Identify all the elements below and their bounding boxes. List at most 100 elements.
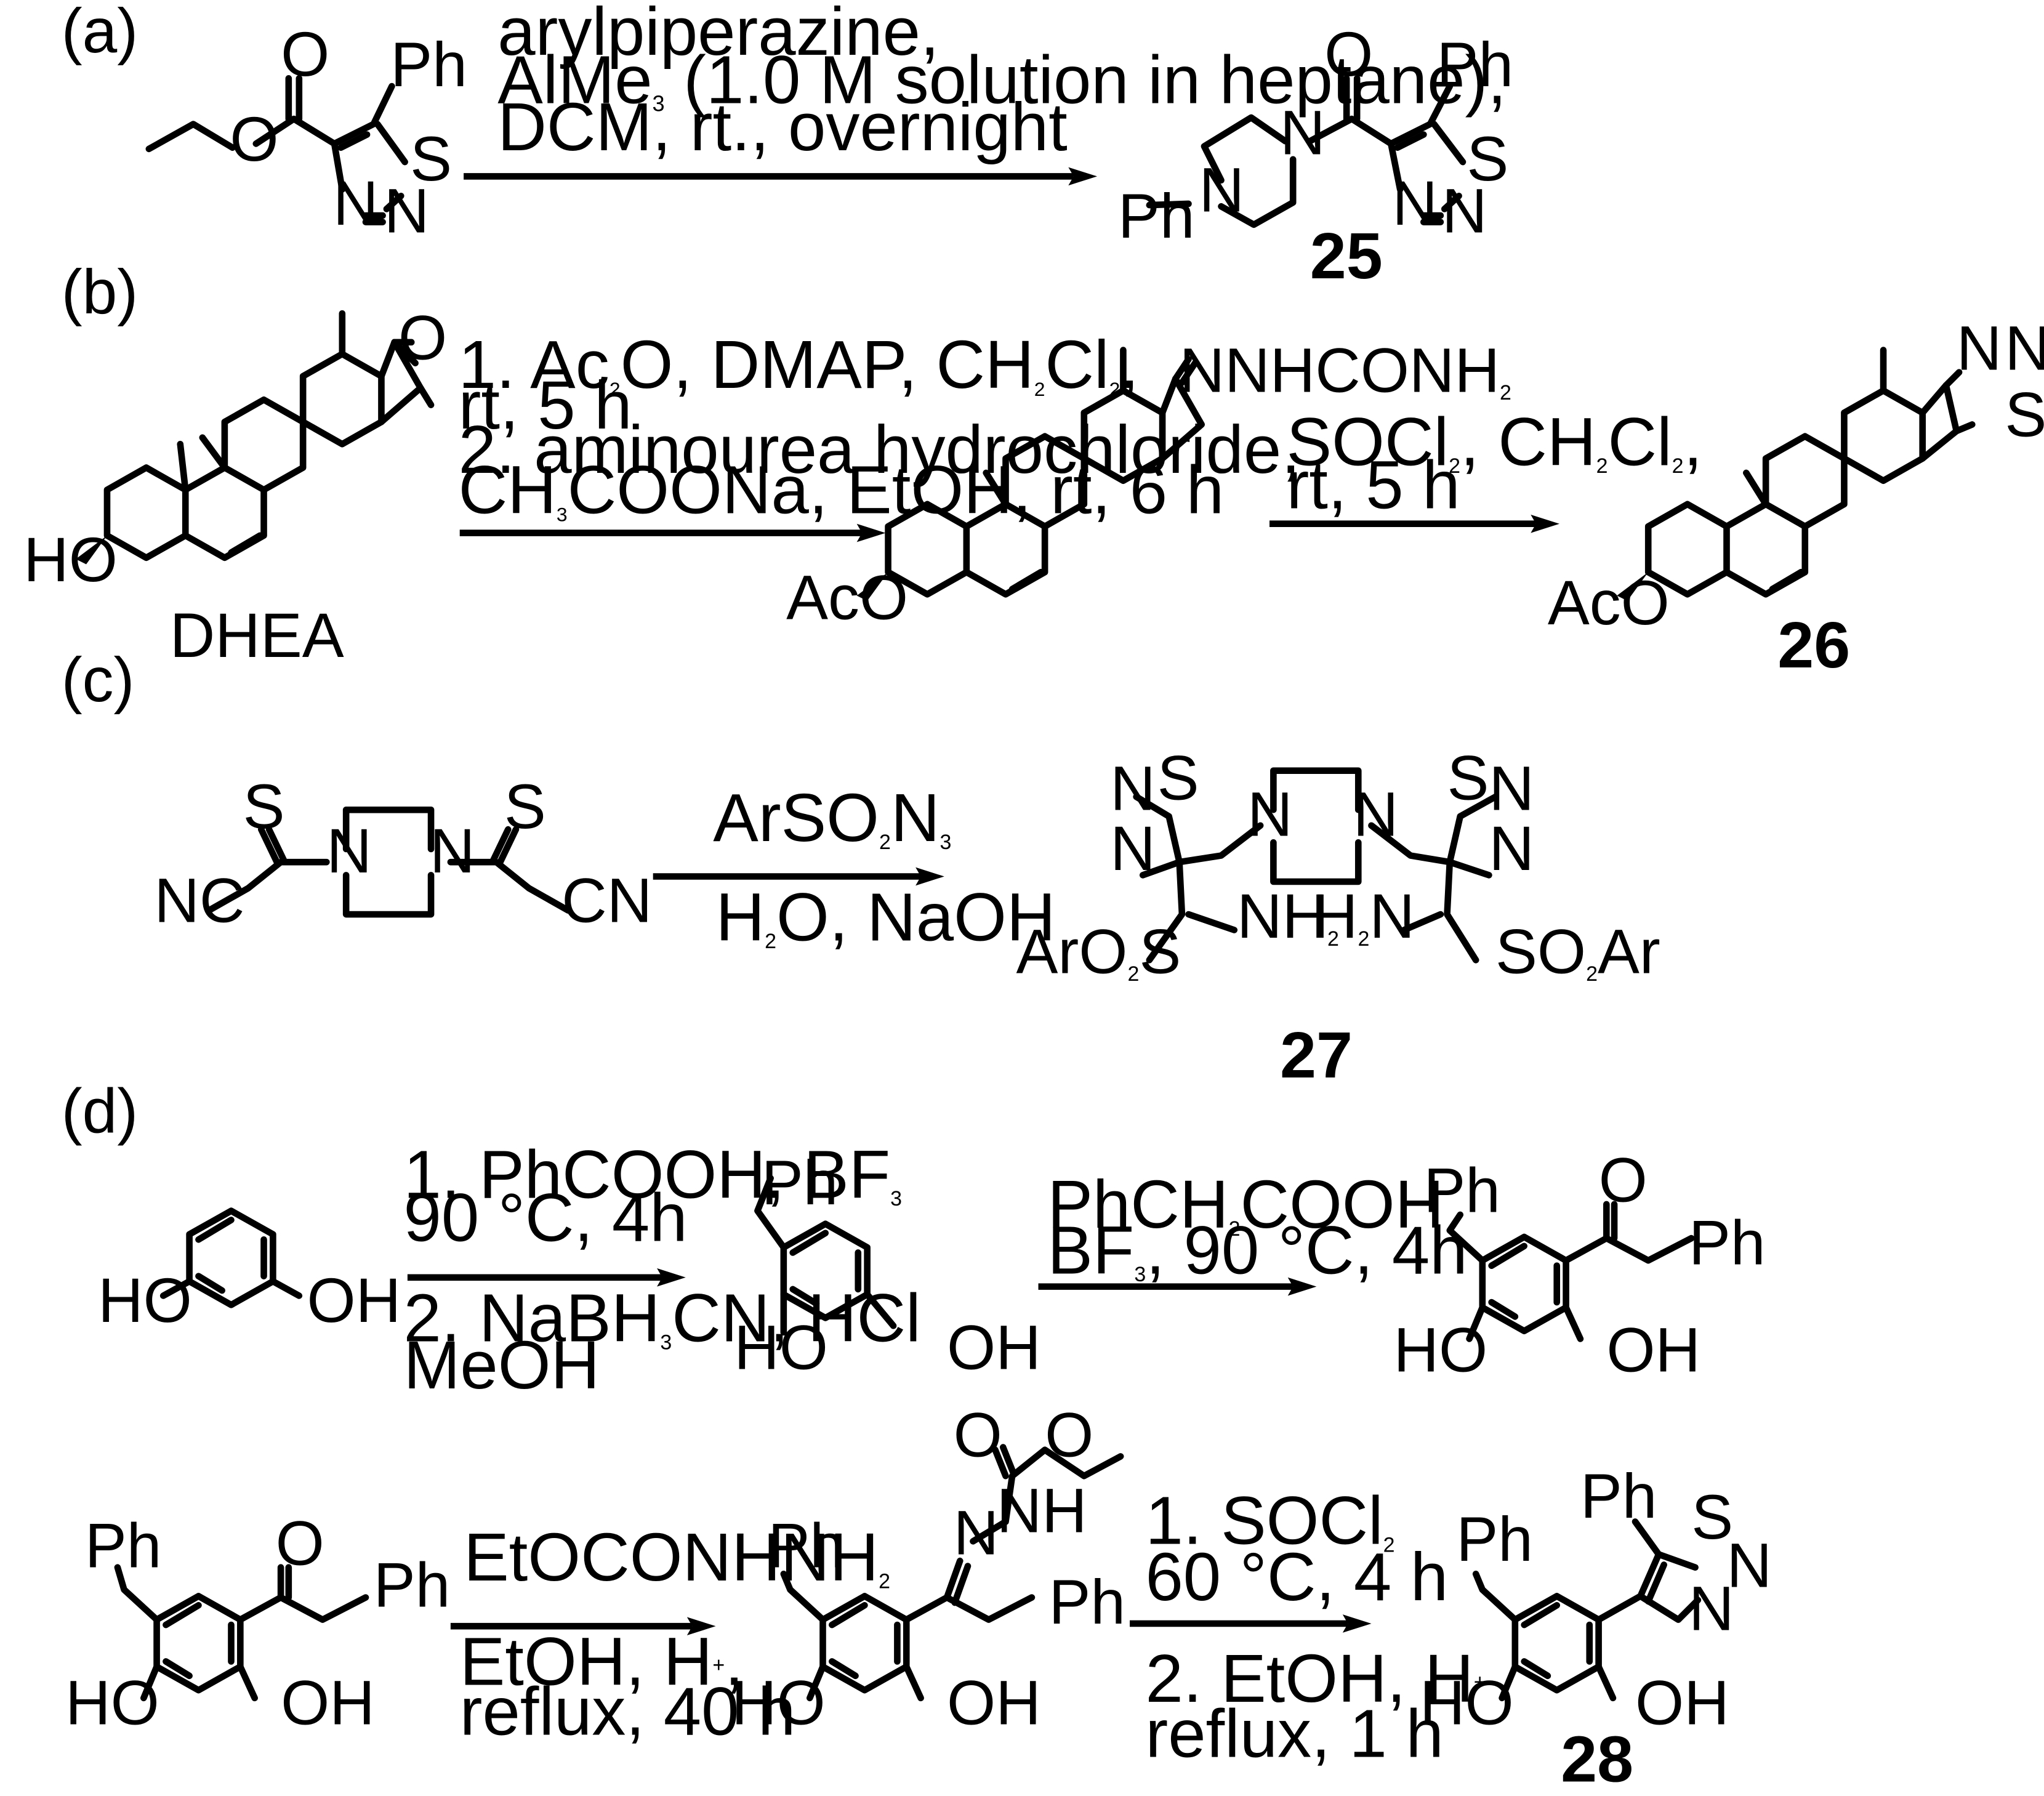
cond-d4-3: 2. EtOH, H+: [1145, 1641, 1486, 1717]
arrow-d4: 1. SOCl2 60 °C, 4 h 2. EtOH, H+ reflux, …: [1130, 1483, 1486, 1771]
atom-oh: OH: [1635, 1667, 1729, 1738]
atom-n: N: [1489, 753, 1534, 823]
atom-o: O: [1324, 19, 1373, 89]
atom-oh: OH: [947, 1312, 1041, 1382]
atom-n: N: [430, 816, 475, 886]
atom-ph: Ph: [768, 1511, 845, 1581]
atom-s: S: [1691, 1482, 1733, 1552]
cond-d3-1: EtOH, H+,: [460, 1624, 744, 1700]
compound-26-structure: AcO N N S: [1548, 313, 2044, 638]
atom-oh: OH: [947, 1667, 1041, 1738]
atom-s: S: [1467, 124, 1508, 194]
cond-d3-2: reflux, 40 h: [460, 1673, 796, 1749]
bis-thioamide-piperazine: NC S N N S CN: [154, 771, 652, 936]
atom-ho: HO: [1420, 1667, 1514, 1738]
atom-n: N: [1280, 97, 1326, 167]
cond-b1-2: rt, 5 h: [459, 368, 632, 443]
deoxybenzoin-structure: Ph O Ph HO OH: [1394, 1145, 1766, 1385]
atom-h2n: H2N: [1313, 881, 1415, 951]
atom-n: N: [1392, 168, 1438, 238]
atom-oh: OH: [307, 1265, 401, 1335]
atom-n: N: [1110, 753, 1156, 823]
atom-s: S: [410, 124, 452, 194]
cond-b1-1: 1. Ac2O, DMAP, CH2Cl2,: [459, 327, 1139, 403]
dhea-label: DHEA: [170, 600, 344, 670]
atom-n: N: [1689, 1574, 1734, 1644]
atom-aco: AcO: [1548, 568, 1670, 638]
atom-n: N: [954, 1498, 999, 1568]
panel-label-a: (a): [62, 0, 138, 66]
cond-d1-1: 1. PhCOOH, BF3: [404, 1137, 903, 1212]
compound-27-label: 27: [1280, 1019, 1353, 1092]
arrow-c: ArSO2N3 H2O, NaOH: [653, 780, 1056, 955]
cond-a-1: arylpiperazine,: [497, 0, 939, 70]
atom-s: S: [243, 771, 285, 842]
cond-b2-2: rt, 5 h: [1287, 447, 1460, 523]
atom-ph: Ph: [762, 1148, 839, 1218]
arrow-a: arylpiperazine, AlMe3 (1.0 M solution in…: [464, 0, 1507, 186]
atom-n: N: [1957, 313, 2002, 383]
atom-o: O: [1599, 1145, 1648, 1215]
atom-s: S: [2005, 380, 2044, 450]
atom-n: N: [1247, 779, 1293, 850]
atom-o: O: [230, 104, 278, 174]
atom-ph: Ph: [1118, 181, 1195, 251]
atom-ph: Ph: [85, 1511, 162, 1581]
arrow-b1: 1. Ac2O, DMAP, CH2Cl2, rt, 5 h 2. aminou…: [459, 327, 1300, 542]
cond-c-below: H2O, NaOH: [716, 879, 1056, 955]
cond-b1-4: CH3COONa, EtOH, rt, 6 h: [459, 453, 1224, 528]
atom-nc: NC: [154, 866, 244, 936]
cond-c-above: ArSO2N3: [713, 780, 951, 856]
atom-n: N: [1353, 779, 1399, 850]
panel-label-c: (c): [62, 645, 135, 715]
cond-b2-1: SOCl2, CH2Cl2,: [1287, 404, 1703, 480]
atom-aro2s: ArO2S: [1016, 916, 1181, 986]
cond-a-2: AlMe3 (1.0 M solution in heptane),: [497, 42, 1507, 118]
arrow-d2: PhCH2COOH BF3, 90 °C, 4h: [1038, 1167, 1468, 1296]
atom-ph: Ph: [1689, 1208, 1766, 1278]
atom-n: N: [384, 176, 430, 246]
atom-s: S: [1157, 743, 1199, 813]
cond-d1-4: MeOH: [404, 1327, 600, 1403]
atom-n: N: [333, 168, 379, 238]
panel-label-b: (b): [62, 257, 138, 327]
arrow-d3: EtOCONHNH2 EtOH, H+, reflux, 40 h: [450, 1520, 890, 1749]
atom-ph: Ph: [1456, 1504, 1533, 1574]
atom-ho: HO: [23, 525, 118, 595]
atom-ho: HO: [731, 1667, 826, 1738]
cond-d4-4: reflux, 1 h: [1145, 1696, 1443, 1771]
atom-ph: Ph: [1437, 30, 1514, 100]
atom-ph: Ph: [374, 1550, 451, 1620]
atom-ph: Ph: [390, 30, 467, 100]
atom-nnhconh2: NNHCONH2: [1180, 335, 1511, 405]
atom-oh: OH: [1606, 1315, 1700, 1385]
atom-oh: OH: [281, 1667, 375, 1738]
cond-d4-1: 1. SOCl2: [1145, 1483, 1394, 1559]
arrow-b2: SOCl2, CH2Cl2, rt, 5 h: [1269, 404, 1702, 533]
compound-27-structure: S N N N N S N N NH2 H2N ArO2S SO2Ar: [1016, 743, 1660, 986]
cond-d2-2: BF3, 90 °C, 4h: [1047, 1212, 1467, 1288]
atom-ph: Ph: [1048, 1567, 1125, 1637]
atom-nh: NH: [997, 1475, 1087, 1545]
compound-25-label: 25: [1310, 220, 1383, 292]
atom-s: S: [504, 771, 546, 842]
compound-25-structure: Ph N N O Ph S N N: [1118, 19, 1513, 251]
ethyl-phenylthiadiazole-carboxylate: O O Ph S N N: [145, 19, 467, 246]
cond-d2-1: PhCH2COOH: [1047, 1167, 1444, 1242]
cond-d4-2: 60 °C, 4 h: [1145, 1539, 1448, 1615]
cond-a-3: DCM, rt., overnight: [497, 89, 1068, 165]
atom-n: N: [326, 816, 372, 886]
compound-26-label: 26: [1777, 609, 1850, 682]
atom-s: S: [1447, 743, 1489, 813]
atom-o: O: [281, 19, 329, 89]
atom-aco: AcO: [786, 563, 908, 633]
deoxybenzoin-structure-2: Ph O Ph HO OH: [65, 1508, 450, 1738]
atom-n: N: [1442, 176, 1487, 246]
hydrazone-intermediate: Ph N NH O O Ph HO OH: [731, 1399, 1125, 1738]
atom-ph: Ph: [1423, 1156, 1500, 1226]
dhea-structure: HO O: [23, 302, 447, 595]
cond-d3-above: EtOCONHNH2: [464, 1520, 890, 1595]
atom-n: N: [1199, 155, 1244, 225]
compound-28-label: 28: [1561, 1723, 1633, 1796]
cond-d1-2: 90 °C, 4h: [404, 1180, 688, 1255]
